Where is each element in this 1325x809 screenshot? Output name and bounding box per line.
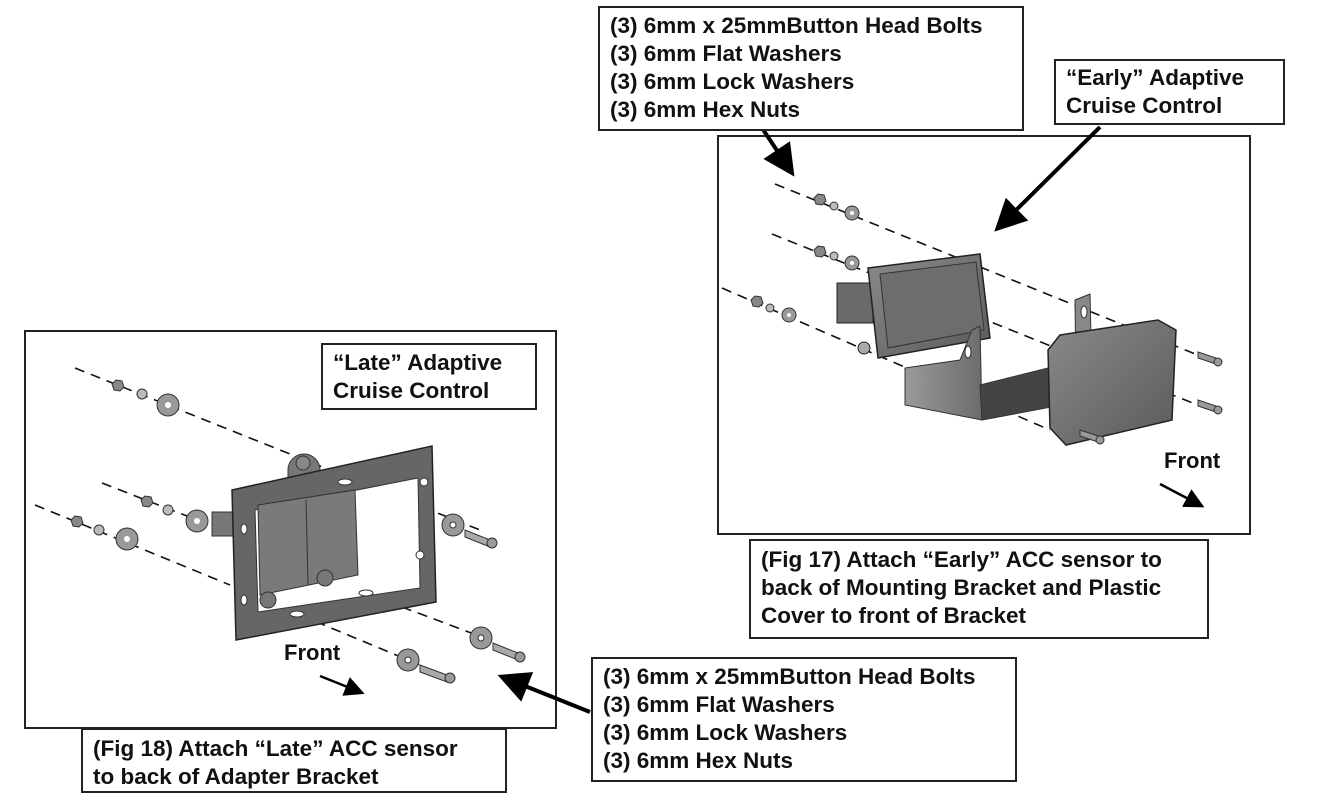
- sensor-label-line: “Late” Adaptive: [333, 350, 503, 375]
- hardware-stack: [70, 515, 139, 551]
- caption-line: (Fig 17) Attach “Early” ACC sensor to: [761, 547, 1162, 572]
- sensor-label-line: Cruise Control: [1066, 93, 1223, 118]
- hardware-callout-arrow: [760, 126, 795, 177]
- front-direction-arrow: [1159, 482, 1205, 508]
- hardware-stack: [813, 193, 860, 221]
- fig18-sensor-label: “Late” Adaptive Cruise Control: [321, 343, 537, 410]
- adapter-bracket: [211, 445, 437, 641]
- fig17-hardware-list: (3) 6mm x 25mmButton Head Bolts (3) 6mm …: [598, 6, 1024, 131]
- caption-line: (Fig 18) Attach “Late” ACC sensor: [93, 736, 458, 761]
- hardware-stack: [813, 245, 860, 271]
- hardware-item: (3) 6mm Lock Washers: [603, 720, 848, 745]
- figure17-drawing: [721, 125, 1223, 508]
- bolts: [396, 513, 526, 684]
- hardware-item: (3) 6mm x 25mmButton Head Bolts: [603, 664, 976, 689]
- sensor-label-line: “Early” Adaptive: [1066, 65, 1244, 90]
- hardware-item: (3) 6mm Hex Nuts: [610, 97, 801, 122]
- hardware-stack: [750, 295, 797, 323]
- fig17-sensor-label: “Early” Adaptive Cruise Control: [1054, 59, 1285, 125]
- early-acc-sensor: [836, 253, 991, 359]
- caption-line: Cover to front of Bracket: [761, 603, 1027, 628]
- bolts: [1079, 351, 1223, 445]
- fig18-hardware-list: (3) 6mm x 25mmButton Head Bolts (3) 6mm …: [591, 657, 1017, 782]
- sensor-label-line: Cruise Control: [333, 378, 490, 403]
- hardware-item: (3) 6mm Lock Washers: [610, 69, 855, 94]
- front-direction-arrow: [319, 674, 365, 696]
- plastic-cover: [1047, 319, 1177, 446]
- hardware-item: (3) 6mm Flat Washers: [610, 41, 842, 66]
- caption-line: back of Mounting Bracket and Plastic: [761, 575, 1162, 600]
- hardware-item: (3) 6mm Hex Nuts: [603, 748, 794, 773]
- figure17-frame: [717, 135, 1251, 535]
- sensor-callout-arrow: [994, 125, 1102, 232]
- figure18-drawing: [34, 367, 591, 714]
- fig17-front-label: Front: [1164, 448, 1221, 473]
- hardware-callout-arrow: [497, 672, 591, 714]
- hardware-item: (3) 6mm x 25mmButton Head Bolts: [610, 13, 983, 38]
- hardware-stack: [111, 379, 180, 417]
- hardware-item: (3) 6mm Flat Washers: [603, 692, 835, 717]
- fig17-caption: (Fig 17) Attach “Early” ACC sensor to ba…: [749, 539, 1209, 639]
- fig18-caption: (Fig 18) Attach “Late” ACC sensor to bac…: [81, 728, 507, 793]
- caption-line: to back of Adapter Bracket: [93, 764, 379, 789]
- fig18-front-label: Front: [284, 640, 341, 665]
- hardware-stack: [140, 495, 209, 533]
